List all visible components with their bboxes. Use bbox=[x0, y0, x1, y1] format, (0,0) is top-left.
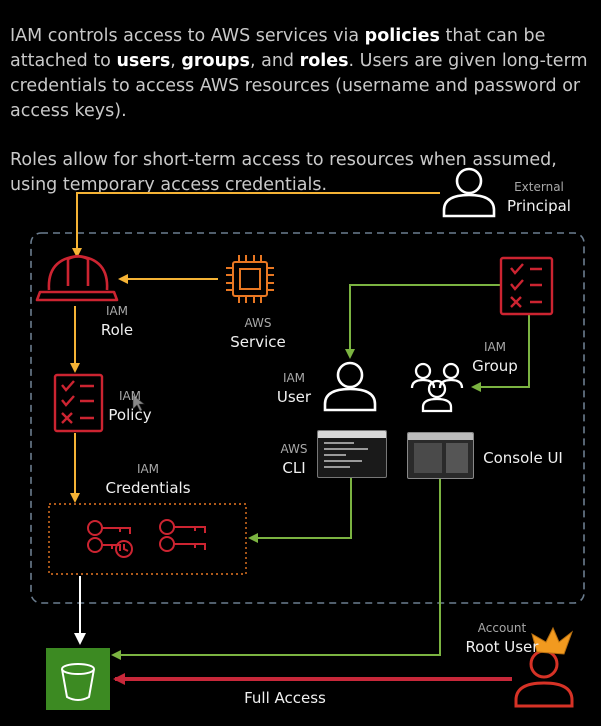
label-iam-policy: IAM Policy bbox=[108, 389, 152, 424]
intro-keyword: roles bbox=[299, 51, 349, 71]
label-aws-service: AWS Service bbox=[230, 316, 286, 351]
intro-text: IAM controls access to AWS services via … bbox=[10, 24, 595, 222]
key-icon bbox=[87, 520, 133, 558]
intro-text-run: that can be attached to bbox=[10, 26, 546, 71]
checklist-icon bbox=[53, 373, 104, 433]
terminal-icon bbox=[317, 430, 387, 478]
intro-text-run: , and bbox=[249, 51, 300, 71]
cursor-icon bbox=[132, 394, 145, 412]
intro-paragraph-2: Roles allow for short-term access to res… bbox=[10, 150, 557, 195]
arrow-groupchecklist-to-user bbox=[345, 284, 500, 359]
crown-icon bbox=[531, 626, 574, 655]
intro-keyword: users bbox=[116, 51, 171, 71]
key-icon bbox=[159, 519, 206, 552]
arrow-cli-to-credentials bbox=[248, 478, 352, 543]
label-iam-user: IAM User bbox=[276, 371, 312, 406]
arrow-principal-to-role bbox=[72, 192, 440, 258]
account-boundary bbox=[30, 232, 585, 604]
label-aws-cli: AWS CLI bbox=[280, 442, 308, 477]
arrow-console-to-s3 bbox=[111, 479, 441, 660]
label-account-root-user: Account Root User bbox=[465, 621, 539, 656]
intro-keyword: policies bbox=[364, 26, 440, 46]
label-external-principal: External Principal bbox=[507, 180, 571, 215]
console-icon bbox=[407, 432, 474, 479]
intro-text-run: , bbox=[170, 51, 182, 71]
label-iam-group: IAM Group bbox=[472, 340, 518, 375]
intro-paragraph-1: IAM controls access to AWS services via … bbox=[10, 24, 595, 124]
person-icon bbox=[514, 649, 574, 708]
hard-hat-icon bbox=[35, 254, 119, 302]
intro-text-run: IAM controls access to AWS services via bbox=[10, 26, 365, 46]
label-iam-role: IAM Role bbox=[100, 304, 134, 339]
chip-icon bbox=[226, 255, 274, 303]
s3-bucket-icon bbox=[46, 648, 110, 710]
group-icon bbox=[410, 362, 464, 413]
label-console-ui: Console UI bbox=[483, 449, 563, 467]
person-icon bbox=[442, 167, 496, 218]
intro-text-run: . Users are given long-term credentials … bbox=[10, 51, 588, 121]
label-full-access: Full Access bbox=[244, 689, 326, 707]
person-icon bbox=[323, 361, 377, 412]
checklist-icon bbox=[499, 256, 554, 316]
label-iam-credentials: IAM Credentials bbox=[105, 462, 191, 497]
arrow-groupchecklist-to-group bbox=[471, 315, 530, 392]
credentials-box bbox=[48, 503, 247, 575]
intro-keyword: groups bbox=[181, 51, 250, 71]
